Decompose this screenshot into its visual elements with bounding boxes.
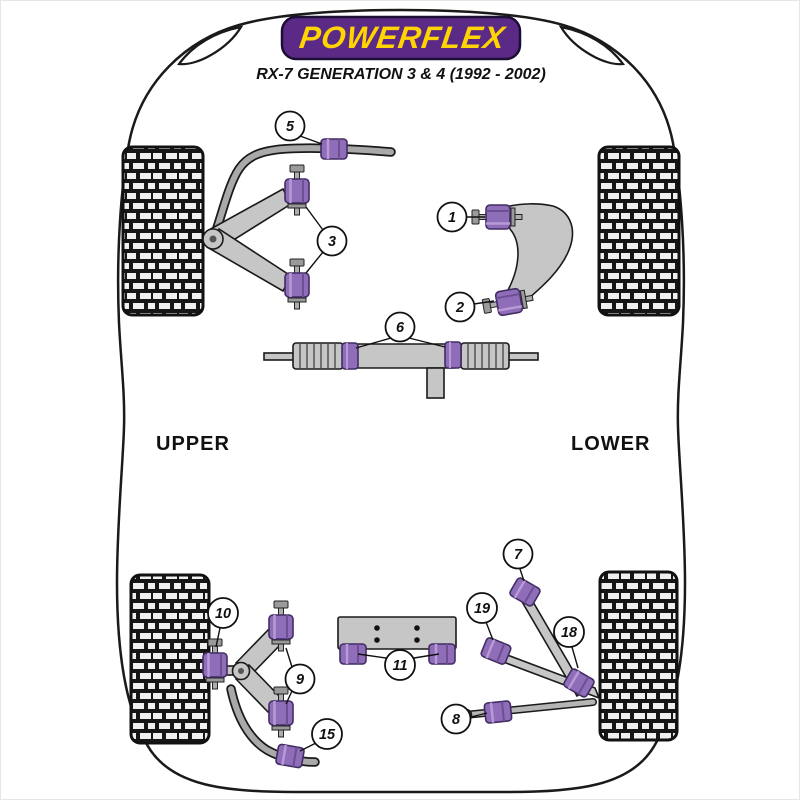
svg-text:10: 10 <box>215 606 231 622</box>
leader-lines <box>215 135 579 752</box>
left-mirror-icon <box>176 25 244 66</box>
callout-1: 1 <box>436 201 468 233</box>
svg-text:19: 19 <box>474 601 490 617</box>
label-upper: UPPER <box>156 433 230 455</box>
right-mirror-icon <box>558 25 626 66</box>
callout-11: 11 <box>384 649 416 681</box>
callout-18: 18 <box>553 616 585 648</box>
bushing-6-left <box>341 342 359 370</box>
svg-text:8: 8 <box>452 712 461 728</box>
tires <box>121 145 681 745</box>
callout-9: 9 <box>284 663 316 695</box>
front-lower-arm <box>505 203 574 300</box>
bushing-6-right <box>444 341 462 369</box>
callout-19: 19 <box>466 592 498 624</box>
callout-10: 10 <box>207 597 239 629</box>
svg-text:15: 15 <box>319 727 336 743</box>
powerflex-banner: POWERFLEX <box>280 15 522 61</box>
banner-background <box>280 15 522 61</box>
svg-text:11: 11 <box>392 658 407 674</box>
svg-text:18: 18 <box>561 625 578 641</box>
brand-logo-text: POWERFLEX <box>297 20 508 55</box>
callout-15: 15 <box>311 718 343 750</box>
callout-7: 7 <box>502 538 534 570</box>
svg-text:2: 2 <box>455 300 464 316</box>
svg-text:3: 3 <box>328 234 336 250</box>
label-lower: LOWER <box>571 433 650 455</box>
model-subtitle: RX-7 GENERATION 3 & 4 (1992 - 2002) <box>256 66 546 83</box>
callout-6: 6 <box>384 311 416 343</box>
tire-rear-left <box>129 573 211 745</box>
steering-rack <box>263 342 539 399</box>
callout-2: 2 <box>444 291 476 323</box>
bushing-8 <box>482 699 514 725</box>
svg-text:9: 9 <box>296 672 304 688</box>
svg-text:1: 1 <box>448 210 456 226</box>
svg-text:5: 5 <box>286 119 295 135</box>
callout-8: 8 <box>440 703 472 735</box>
rear-subframe-bracket <box>337 616 457 650</box>
svg-text:6: 6 <box>396 320 405 336</box>
tire-rear-right <box>598 570 679 742</box>
bushing-11-right <box>427 642 457 666</box>
front-upper-wishbone <box>202 187 293 293</box>
callout-5: 5 <box>274 110 306 142</box>
bushing-15 <box>274 742 306 770</box>
svg-text:7: 7 <box>514 547 523 563</box>
tire-front-left <box>121 145 205 317</box>
callout-3: 3 <box>316 225 348 257</box>
tire-front-right <box>597 145 681 317</box>
bushing-5 <box>319 137 349 161</box>
rear-upper-wishbone <box>214 628 283 714</box>
